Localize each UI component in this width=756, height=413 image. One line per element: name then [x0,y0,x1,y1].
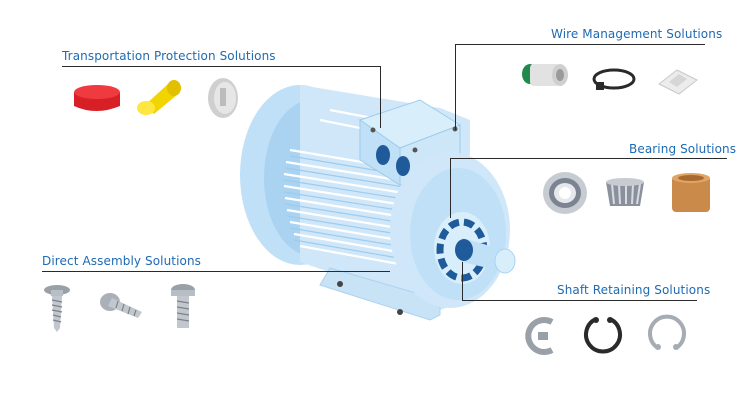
cable-tie-icon[interactable] [590,64,638,94]
flange-screw-icon[interactable] [42,282,72,334]
bushing-icon[interactable] [668,170,714,218]
tapered-roller-bearing-icon[interactable] [600,174,650,214]
label-wire-management[interactable]: Wire Management Solutions [551,27,723,41]
external-retaining-ring-icon[interactable] [582,314,624,356]
label-direct-assembly[interactable]: Direct Assembly Solutions [42,254,202,268]
motor-foot-front [319,267,441,321]
leader-line-wire [455,44,705,45]
motor-shaft [462,238,505,272]
internal-retaining-ring-icon[interactable] [646,314,688,356]
leader-line-shaft [462,300,697,301]
e-clip-icon[interactable] [522,316,562,356]
cable-gland-icon[interactable] [520,58,570,94]
label-transportation-protection[interactable]: Transportation Protection Solutions [62,49,276,63]
leader-line-direct-assembly [42,271,390,272]
terminal-port-2 [396,156,410,176]
label-shaft-retaining[interactable]: Shaft Retaining Solutions [557,283,711,297]
leader-line-bearing [450,158,727,159]
label-bearing[interactable]: Bearing Solutions [629,142,737,156]
yellow-plug-icon[interactable] [136,76,186,118]
leader-line-transportation [62,66,380,67]
tie-mount-icon[interactable] [655,62,701,98]
machine-screw-icon[interactable] [168,282,198,330]
terminal-port-1 [376,145,390,165]
grey-plug-icon[interactable] [205,76,241,122]
red-cap-icon[interactable] [72,82,122,118]
self-tapping-screw-icon[interactable] [98,288,146,324]
ball-bearing-icon[interactable] [540,170,590,216]
